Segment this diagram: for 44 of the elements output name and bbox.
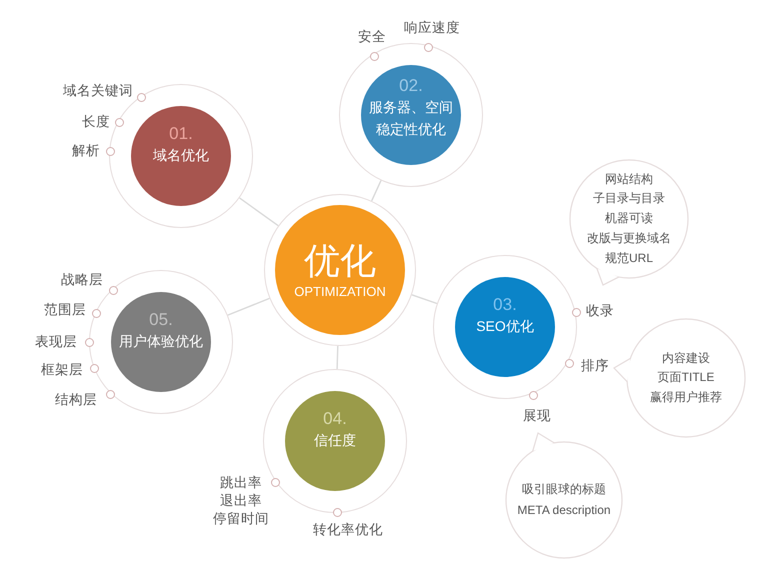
item-label: 范围层 [44,301,86,319]
node-title: 服务器、空间稳定性优化 [368,98,454,139]
step-number: 05. [149,310,173,330]
step-number: 04. [323,409,347,429]
item-label: 排序 [581,357,609,375]
bubble-text: 子目录与目录 [593,190,665,208]
node-title: 信任度 [314,431,356,450]
item-label: 安全 [358,28,386,46]
bubble-text: 赢得用户推荐 [650,388,722,406]
item-label: 响应速度 [404,19,460,37]
item-label: 结构层 [55,391,97,409]
item-label: 转化率优化 [313,521,383,539]
item-label: 战略层 [61,271,103,289]
bubble-text: 页面TITLE [658,369,714,386]
node-title: 域名优化 [153,146,209,165]
item-label: 跳出率 [220,474,262,492]
item-label: 退出率 [220,492,262,510]
bubble-text: 网站结构 [605,170,653,188]
item-label: 域名关键词 [63,82,133,100]
item-label: 停留时间 [213,510,269,528]
node-title: SEO优化 [476,317,534,336]
bubble-text: 内容建设 [662,350,710,367]
item-label: 长度 [82,113,110,131]
bubble-text: 改版与更换域名 [587,230,671,247]
connector-line [239,197,279,226]
connector-line [412,294,438,304]
bubble-text: 规范URL [604,250,653,267]
heading-text: 优化 [304,239,376,283]
bubble-text: 机器可读 [605,210,653,228]
item-label: 解析 [72,142,100,160]
item-label: 表现层 [35,333,77,351]
connector-line [336,346,338,370]
bubble-text: 吸引眼球的标题 [522,481,606,498]
item-label: 框架层 [41,361,83,379]
step-number: 01. [169,124,193,144]
item-label: 展现 [523,407,551,425]
connector-line [371,180,382,202]
step-number: 02. [399,76,423,96]
node-title: 用户体验优化 [119,332,203,351]
subtitle-text: OPTIMIZATION [294,283,386,301]
item-label: 收录 [586,302,614,320]
step-number: 03. [493,295,517,315]
connector-line [228,298,270,316]
bubble-text: META description [517,502,611,519]
